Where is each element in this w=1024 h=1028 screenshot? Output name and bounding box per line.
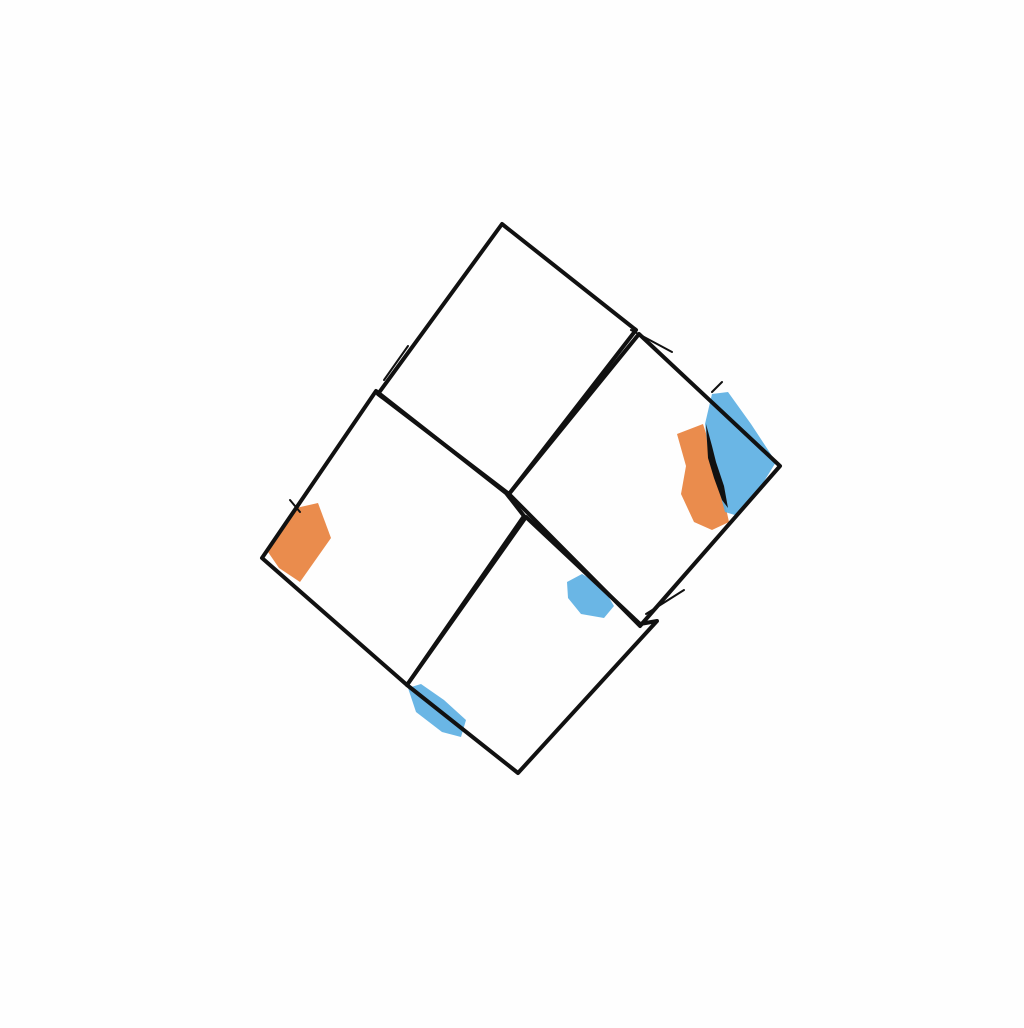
mark-left-corner xyxy=(268,503,331,582)
stroke-overshoot-right xyxy=(711,381,723,393)
stroke-overshoot-left xyxy=(289,499,301,513)
mark-right-corner-edge xyxy=(706,424,728,508)
tile-top xyxy=(376,222,638,496)
stroke-overshoot-top-right xyxy=(630,329,673,353)
mark-right-corner-orange xyxy=(677,424,729,530)
stroke-overshoot-top-left xyxy=(383,345,409,381)
stroke-overshoot-bottom-right xyxy=(645,589,685,615)
tile-bottom xyxy=(405,515,659,775)
stroke-overshoot-bottom-left xyxy=(367,649,409,687)
mark-center-blue xyxy=(567,574,614,618)
